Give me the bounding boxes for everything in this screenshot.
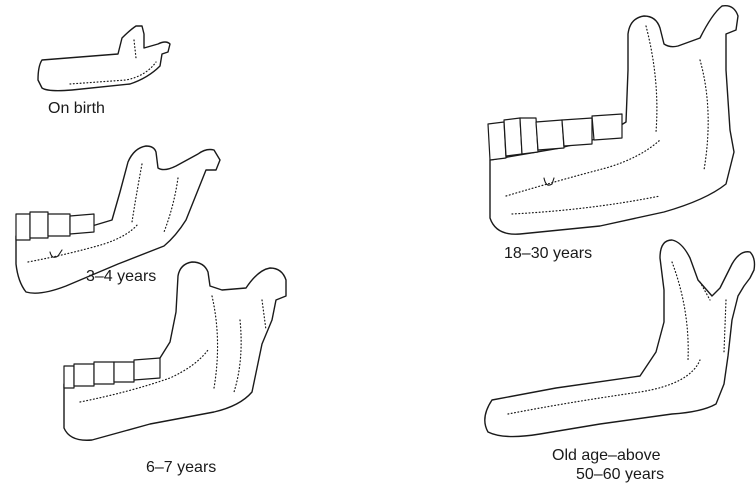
caption-on-birth: On birth bbox=[48, 99, 105, 118]
mandible-old-age bbox=[485, 240, 755, 437]
mandible-on-birth bbox=[38, 26, 170, 91]
caption-6-7-years: 6–7 years bbox=[146, 458, 216, 477]
caption-3-4-years: 3–4 years bbox=[86, 267, 156, 286]
mandible-6-7-years bbox=[64, 262, 286, 440]
mandible-18-30-years bbox=[488, 6, 738, 234]
caption-old-age-line2: 50–60 years bbox=[576, 465, 664, 484]
caption-old-age-line1: Old age–above bbox=[552, 446, 661, 465]
caption-18-30-years: 18–30 years bbox=[504, 244, 592, 263]
